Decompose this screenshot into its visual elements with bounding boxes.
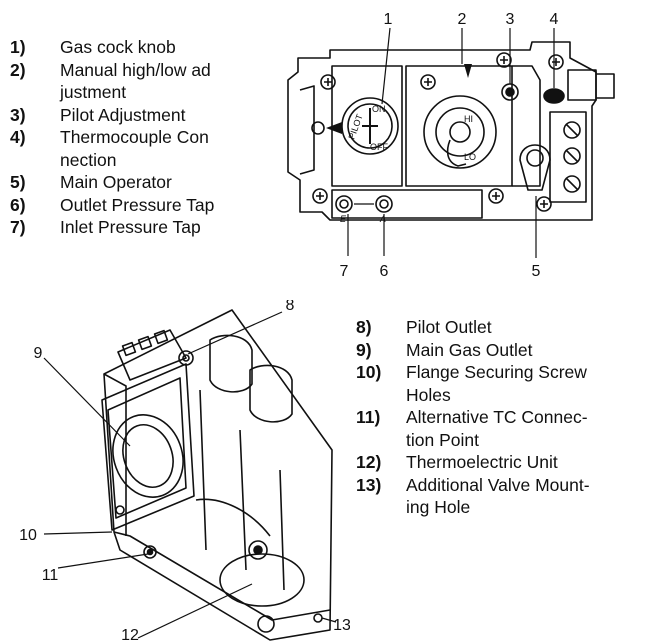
legend-item-7: 7) Inlet Pressure Tap xyxy=(10,216,257,239)
legend-label: Inlet Pressure Tap xyxy=(60,217,201,237)
solenoid-cylinder xyxy=(209,334,253,393)
legend-item-4: 4) Thermocouple Con xyxy=(10,126,257,149)
thermocouple-connection xyxy=(543,88,565,104)
alternative-tc-connection xyxy=(143,545,157,559)
callout-7: 7 xyxy=(340,263,349,280)
callout-12: 12 xyxy=(121,627,139,642)
legend-item-13: 13) Additional Valve Mount- xyxy=(356,474,656,497)
callout-10: 10 xyxy=(19,527,37,544)
legend-item-12: 12) Thermoelectric Unit xyxy=(356,451,656,474)
legend-item-13-cont: ing Hole xyxy=(356,496,656,519)
legend-label: ing Hole xyxy=(406,497,471,517)
legend-number: 6) xyxy=(10,194,26,215)
thermoelectric-unit xyxy=(219,553,305,607)
legend-item-5: 5) Main Operator xyxy=(10,171,257,194)
additional-mounting-hole xyxy=(313,613,323,623)
legend-label: Thermoelectric Unit xyxy=(406,452,558,472)
legend-item-1: 1) Gas cock knob xyxy=(10,36,257,59)
callout-11: 11 xyxy=(42,567,59,584)
main-gas-outlet xyxy=(112,414,184,498)
legend-item-6: 6) Outlet Pressure Tap xyxy=(10,194,257,217)
legend-label: Gas cock knob xyxy=(60,37,176,57)
legend-label: Main Gas Outlet xyxy=(406,339,533,360)
top-terminals xyxy=(117,329,187,381)
valve-rear-figure: 8 9 10 11 12 13 xyxy=(19,300,350,642)
legend-number: 3) xyxy=(10,104,26,125)
legend-number: 11) xyxy=(356,407,381,427)
dial-label-lo: LO xyxy=(464,152,476,162)
pilot-outlet xyxy=(178,350,194,366)
legend-label: Alternative TC Connec- xyxy=(406,407,588,427)
legend-number: 5) xyxy=(10,172,26,192)
legend-label: Main Operator xyxy=(60,172,172,192)
bottom-rail xyxy=(331,189,483,219)
legend-item-4-cont: nection xyxy=(10,149,257,172)
legend-number: 4) xyxy=(10,127,26,147)
callout-2: 2 xyxy=(458,11,467,28)
legend-number: 2) xyxy=(10,59,26,80)
dial-label-on: ON xyxy=(372,104,386,114)
mounting-screws xyxy=(312,52,564,212)
legend-number: 1) xyxy=(10,37,26,57)
legend-item-10: 10) Flange Securing Screw xyxy=(356,361,656,384)
valve-front-figure: PILOT ON OFF HI LO E A 1 2 3 4 5 6 7 xyxy=(287,11,615,280)
legend-number: 7) xyxy=(10,217,26,237)
legend-item-8: 8) Pilot Outlet xyxy=(356,316,656,339)
legend-label: tion Point xyxy=(406,429,479,450)
legend-number: 13) xyxy=(356,474,382,495)
legend-item-11: 11) Alternative TC Connec- xyxy=(356,406,656,429)
legend-label: Flange Securing Screw xyxy=(406,362,587,382)
callout-8: 8 xyxy=(286,300,295,314)
legend-label: nection xyxy=(60,149,117,170)
legend-item-11-cont: tion Point xyxy=(356,429,656,452)
legend-item-3: 3) Pilot Adjustment xyxy=(10,104,257,127)
hi-lo-dial xyxy=(423,95,497,169)
legend-item-10-cont: Holes xyxy=(356,384,656,407)
callout-9: 9 xyxy=(34,345,43,362)
callout-13: 13 xyxy=(333,617,350,634)
inlet-pressure-tap xyxy=(335,195,353,213)
legend-label: Pilot Adjustment xyxy=(60,104,186,125)
flange-plate xyxy=(101,363,195,531)
legend-label: Manual high/low ad xyxy=(60,59,211,80)
top-leader-lines xyxy=(347,27,555,258)
outlet-pressure-tap xyxy=(375,195,393,213)
legend-label: Outlet Pressure Tap xyxy=(60,194,215,215)
legend-number: 12) xyxy=(356,452,382,472)
legend-number: 10) xyxy=(356,362,382,382)
center-panel xyxy=(405,65,513,187)
dial-label-off: OFF xyxy=(370,142,388,152)
bottom-leader-lines xyxy=(43,311,337,639)
valve-rear-body xyxy=(103,309,333,641)
callout-3: 3 xyxy=(506,11,515,28)
callout-4: 4 xyxy=(550,11,559,28)
legend-top: 1) Gas cock knob 2) Manual high/low ad jus… xyxy=(10,36,257,239)
tap-label-a: A xyxy=(379,214,386,224)
callout-1: 1 xyxy=(384,11,393,28)
legend-bottom: 8) Pilot Outlet 9) Main Gas Outlet 10) Flan… xyxy=(356,316,656,519)
legend-label: justment xyxy=(60,82,127,102)
legend-label: Holes xyxy=(406,384,451,405)
callout-5: 5 xyxy=(532,263,541,280)
tap-label-e: E xyxy=(340,214,347,224)
legend-item-2-cont: justment xyxy=(10,81,257,104)
legend-label: Pilot Outlet xyxy=(406,317,492,337)
legend-number: 8) xyxy=(356,317,372,337)
legend-label: Thermocouple Con xyxy=(60,127,209,147)
legend-label: Additional Valve Mount- xyxy=(406,474,590,495)
legend-number: 9) xyxy=(356,339,372,360)
dial-label-hi: HI xyxy=(464,114,473,124)
main-operator xyxy=(519,144,551,191)
legend-item-9: 9) Main Gas Outlet xyxy=(356,339,656,362)
legend-item-2: 2) Manual high/low ad xyxy=(10,59,257,82)
callout-6: 6 xyxy=(380,263,389,280)
